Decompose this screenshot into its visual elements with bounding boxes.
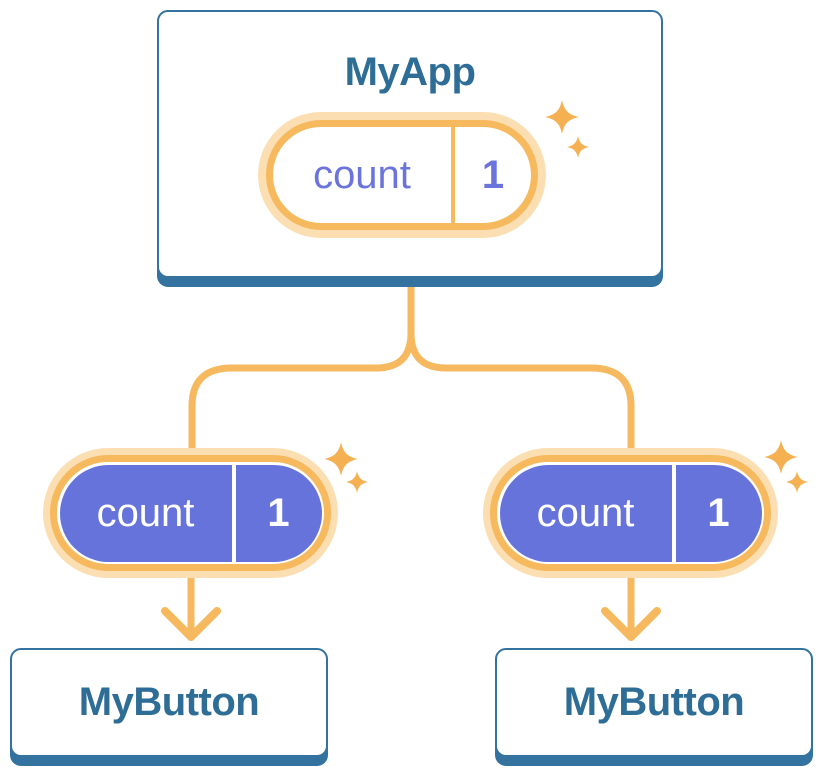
state-pill-root: count 1 <box>266 120 538 230</box>
sparkle-icon <box>786 471 808 493</box>
component-title: MyButton <box>78 680 260 724</box>
arrow-left-head <box>161 607 221 641</box>
state-pill-left: count 1 <box>50 455 331 571</box>
component-node-right: MyButton <box>495 648 813 757</box>
sparkle-icon <box>764 440 798 474</box>
component-title: MyButton <box>563 680 745 724</box>
state-name: count <box>536 490 635 535</box>
sparkle-icon <box>545 100 579 134</box>
sparkle-icon <box>567 136 589 158</box>
fork-branch-left <box>188 276 415 482</box>
pill-body: count 1 <box>59 464 322 562</box>
state-pill-right: count 1 <box>490 455 771 571</box>
state-value: 1 <box>267 490 290 535</box>
state-name: count <box>313 152 411 197</box>
component-node-left: MyButton <box>10 648 328 757</box>
pill-divider <box>451 127 455 223</box>
state-name: count <box>96 490 195 535</box>
fork-branch-right <box>407 276 635 482</box>
state-value: 1 <box>707 490 730 535</box>
pill-divider <box>671 464 676 562</box>
sparkle-icon <box>346 471 368 493</box>
sparkle-icon <box>324 442 358 476</box>
component-title: MyApp <box>344 50 476 94</box>
pill-divider <box>231 464 236 562</box>
state-value: 1 <box>481 152 505 197</box>
arrow-right-head <box>601 607 661 641</box>
pill-body: count 1 <box>499 464 762 562</box>
